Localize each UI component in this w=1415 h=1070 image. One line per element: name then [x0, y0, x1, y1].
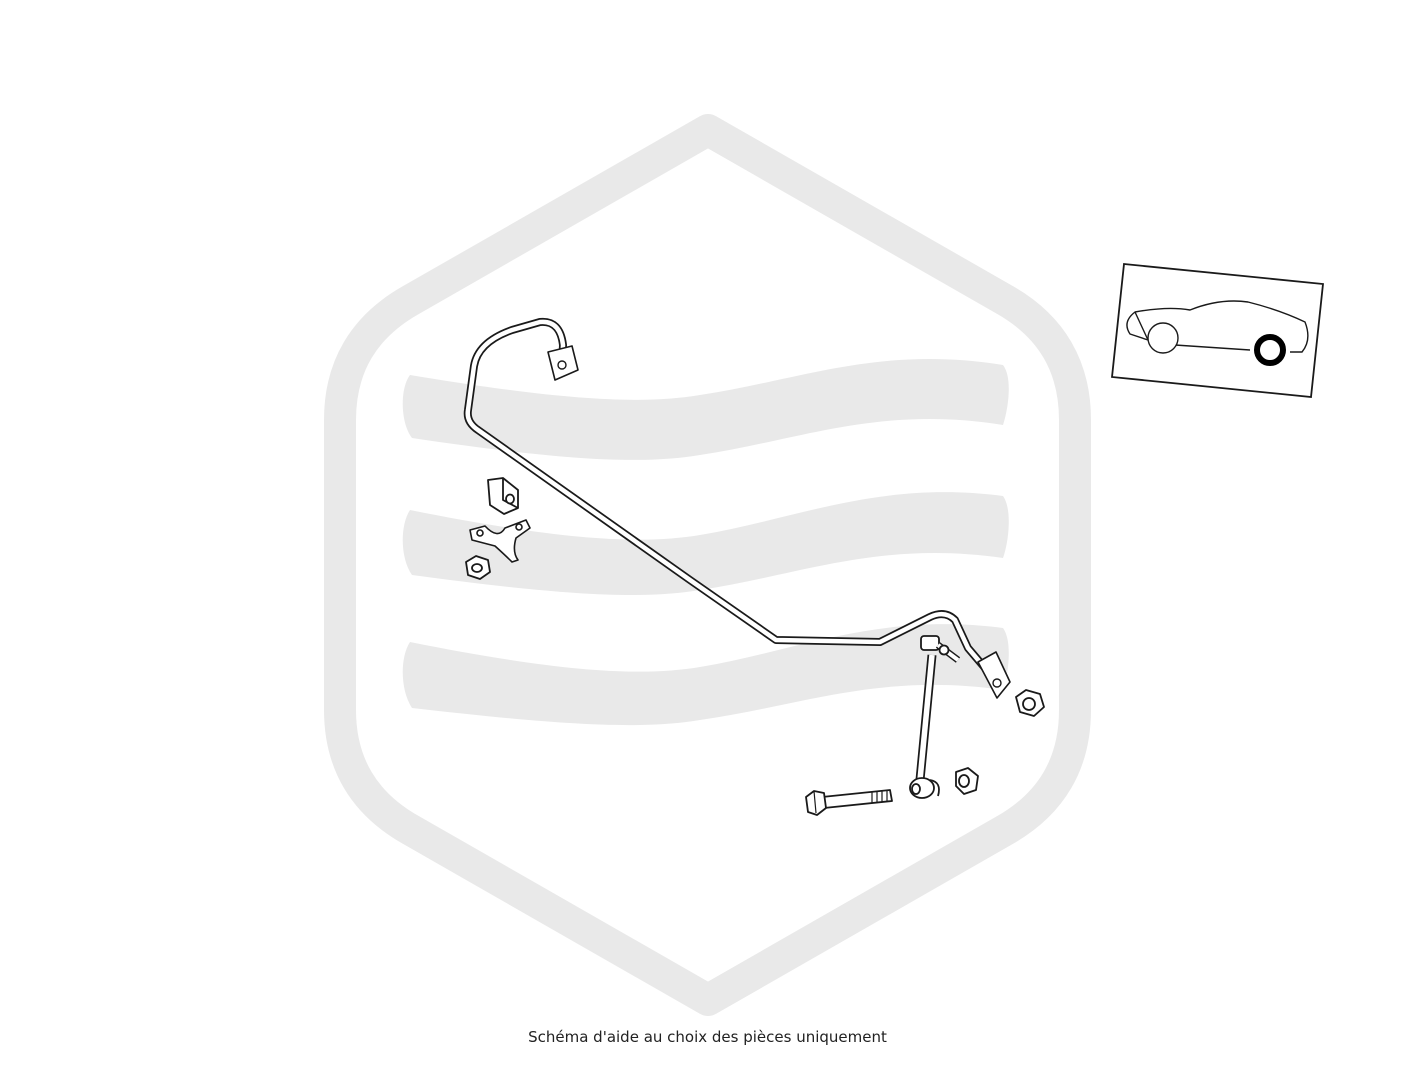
diagram-caption: Schéma d'aide au choix des pièces unique… — [528, 1028, 887, 1046]
link-rod-icon — [909, 635, 961, 799]
nut-icon — [955, 767, 979, 795]
bolt-icon — [805, 789, 893, 816]
bushing-icon — [487, 477, 519, 515]
clamp-bracket-icon — [469, 519, 531, 563]
nut-icon — [1015, 689, 1045, 717]
stabilizer-bar-icon — [463, 317, 1011, 699]
rear-wheel-highlight-icon — [1254, 334, 1286, 366]
watermark-logo — [324, 114, 1091, 1016]
car-silhouette-icon — [1111, 263, 1324, 398]
nut-icon — [465, 555, 491, 580]
front-wheel-icon — [1147, 322, 1179, 354]
